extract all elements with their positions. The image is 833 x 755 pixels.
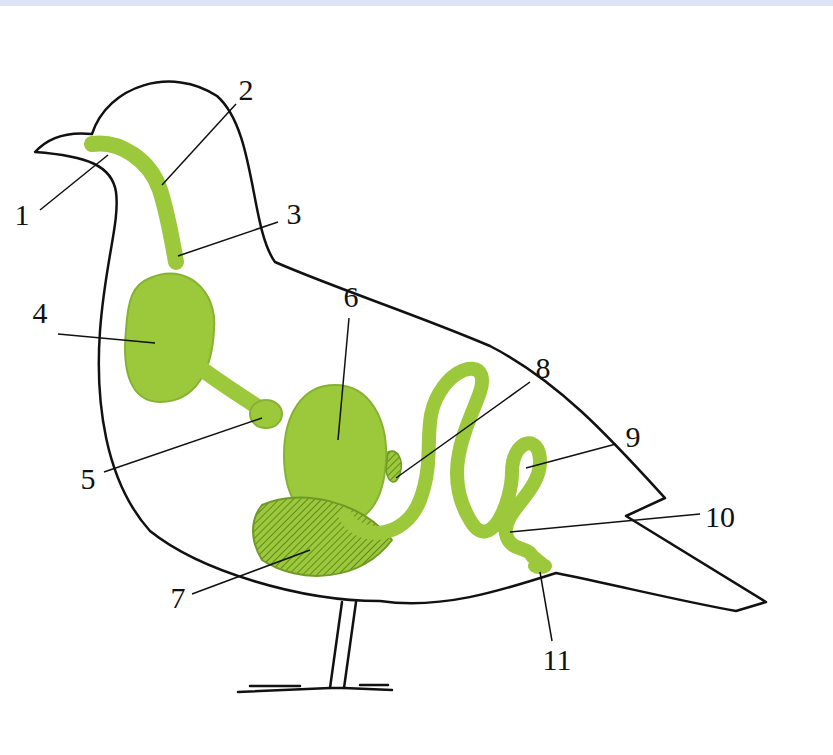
callout-number: 5 [81, 464, 96, 494]
bird-outline [35, 82, 766, 611]
callout-number: 10 [705, 502, 735, 532]
callout-number: 7 [171, 583, 186, 613]
callout-number: 11 [543, 645, 572, 675]
top-bar [0, 0, 833, 6]
callout-number: 3 [287, 199, 302, 229]
callout-number: 1 [15, 200, 30, 230]
callout-number: 4 [33, 298, 48, 328]
callout-number: 8 [536, 353, 551, 383]
callout-number: 2 [239, 75, 254, 105]
digestive-tract [92, 143, 552, 575]
callout-number: 6 [344, 282, 359, 312]
legs [238, 602, 392, 692]
leader-lines [40, 104, 700, 641]
callout-number: 9 [626, 422, 641, 452]
